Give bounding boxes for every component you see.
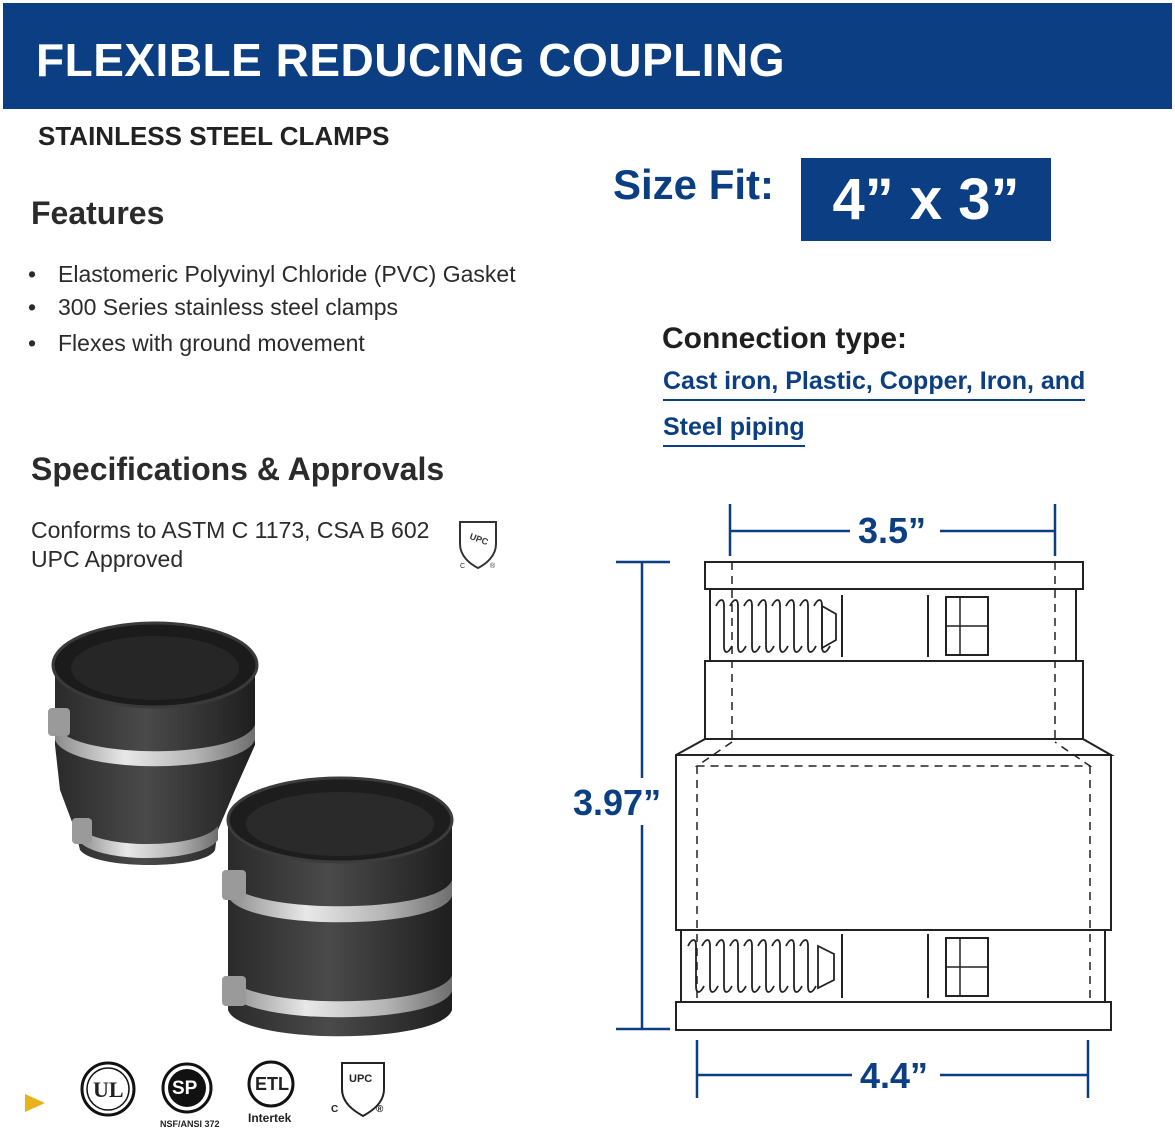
size-fit-value: 4” x 3” — [801, 158, 1051, 241]
specs-heading: Specifications & Approvals — [31, 451, 445, 487]
etl-caption: Intertek — [248, 1111, 292, 1125]
play-arrow-icon — [25, 1094, 45, 1112]
svg-text:C: C — [460, 563, 465, 570]
size-fit-label: Size Fit: — [613, 161, 775, 208]
upc-c-mark: C — [331, 1104, 339, 1115]
csa-logo-icon — [161, 1062, 213, 1114]
dimension-lines — [616, 504, 1090, 1098]
feature-text: Elastomeric Polyvinyl Chloride (PVC) Gas… — [58, 261, 516, 287]
ul-logo-icon — [80, 1061, 136, 1117]
spec-line: UPC Approved — [31, 546, 184, 572]
feature-text: 300 Series stainless steel clamps — [58, 294, 399, 320]
list-item: •Elastomeric Polyvinyl Chloride (PVC) Ga… — [28, 261, 516, 287]
dimension-bottom-width: 4.4” — [854, 1055, 935, 1097]
upc-registered-mark: ® — [376, 1104, 384, 1115]
connection-type-link[interactable]: Steel piping — [663, 413, 805, 447]
list-item: •Flexes with ground movement — [28, 330, 365, 356]
upc-mark-icon: UPC C ® — [459, 521, 497, 570]
connection-type-link[interactable]: Cast iron, Plastic, Copper, Iron, and — [663, 367, 1086, 401]
connection-type-label: Connection type: — [662, 322, 907, 355]
etl-logo-text: ETL — [255, 1074, 289, 1094]
etl-logo-icon — [247, 1060, 295, 1108]
list-item: •300 Series stainless steel clamps — [28, 294, 399, 320]
csa-logo-text: SP — [172, 1078, 198, 1099]
subtitle: STAINLESS STEEL CLAMPS — [38, 121, 390, 151]
coupling-photo-front — [222, 776, 454, 1037]
upc-bottom-mark-icon — [341, 1062, 385, 1118]
ul-logo-text: UL — [93, 1077, 124, 1102]
dimension-height: 3.97” — [567, 782, 668, 824]
upc-bottom-text: UPC — [349, 1073, 373, 1085]
spec-line: Conforms to ASTM C 1173, CSA B 602 — [31, 517, 430, 543]
feature-text: Flexes with ground movement — [58, 330, 365, 356]
features-list: •Elastomeric Polyvinyl Chloride (PVC) Ga… — [28, 258, 516, 360]
coupling-photo-back — [48, 621, 259, 865]
csa-caption: NSF/ANSI 372 — [160, 1119, 220, 1129]
features-heading: Features — [31, 195, 165, 231]
page-title: FLEXIBLE REDUCING COUPLING — [36, 34, 786, 86]
header-banner: FLEXIBLE REDUCING COUPLING — [3, 3, 1172, 109]
svg-text:®: ® — [490, 562, 496, 570]
dimension-top-width: 3.5” — [852, 510, 933, 552]
coupling-technical-drawing — [675, 561, 1115, 1031]
svg-text:UPC: UPC — [468, 531, 490, 547]
